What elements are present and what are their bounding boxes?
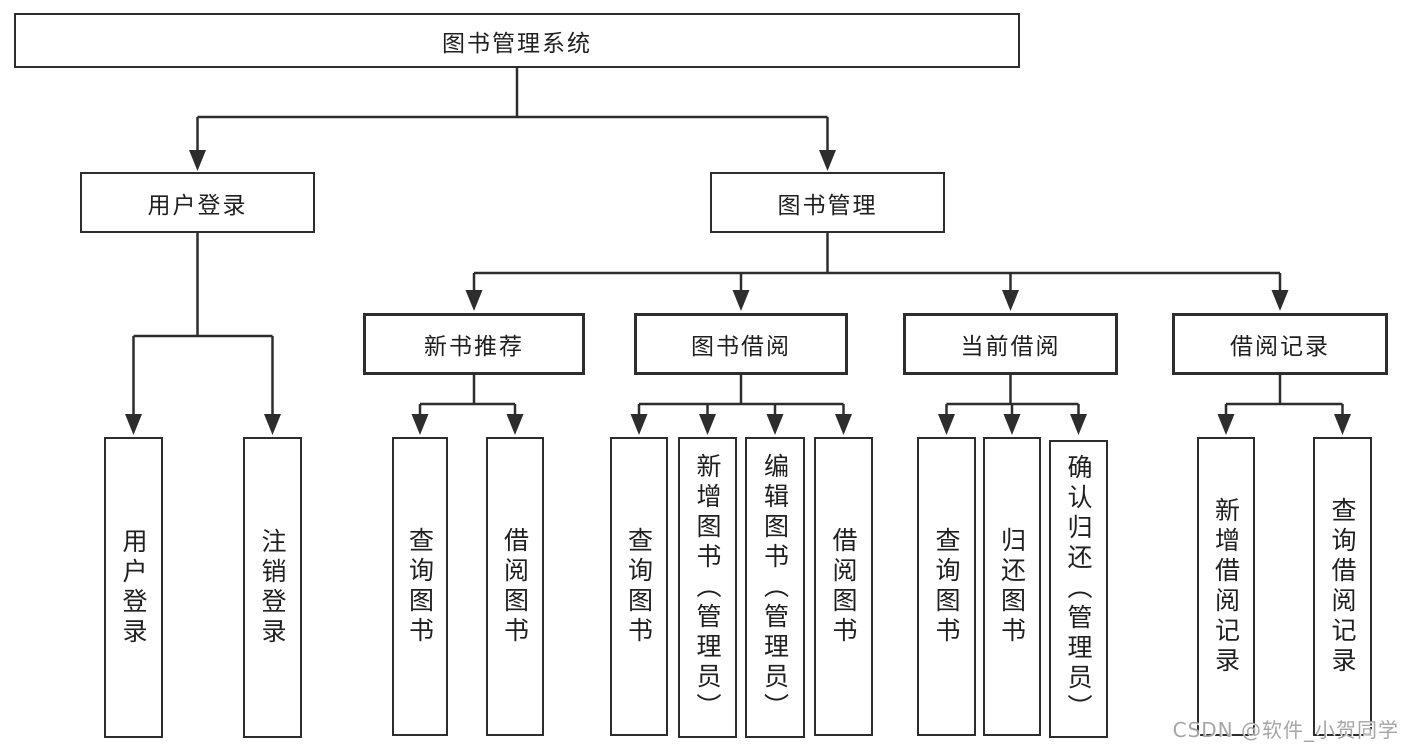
leaf-edit-book-admin: 编辑图书（管理员） xyxy=(745,437,805,738)
node-root-label: 图书管理系统 xyxy=(442,30,592,57)
leaf-edit-book-admin-label: 编辑图书（管理员） xyxy=(760,452,790,723)
leaf-logout-label: 注销登录 xyxy=(258,527,287,648)
leaf-add-book-admin: 新增图书（管理员） xyxy=(678,437,737,738)
leaf-query-books-current: 查询图书 xyxy=(917,437,976,736)
leaf-borrow-books-recommend: 借阅图书 xyxy=(486,437,544,736)
node-user-login: 用户登录 xyxy=(80,172,315,233)
leaf-logout: 注销登录 xyxy=(243,437,302,738)
leaf-query-books-recommend: 查询图书 xyxy=(392,437,448,736)
leaf-confirm-return-admin: 确认归还（管理员） xyxy=(1049,440,1108,738)
leaf-return-book: 归还图书 xyxy=(983,437,1041,736)
node-book-management-label: 图书管理 xyxy=(777,192,878,219)
leaf-user-login: 用户登录 xyxy=(104,437,163,738)
leaf-query-borrow-record: 查询借阅记录 xyxy=(1313,437,1372,736)
leaf-return-book-label: 归还图书 xyxy=(997,526,1027,647)
node-new-book-recommend-label: 新书推荐 xyxy=(424,334,524,360)
leaf-add-book-admin-label: 新增图书（管理员） xyxy=(693,452,722,723)
node-user-login-label: 用户登录 xyxy=(147,192,248,219)
leaf-borrow-books-borrowing: 借阅图书 xyxy=(814,437,873,736)
leaf-borrow-books-borrowing-label: 借阅图书 xyxy=(829,526,858,647)
leaf-add-borrow-record: 新增借阅记录 xyxy=(1197,437,1255,736)
node-book-borrowing-label: 图书借阅 xyxy=(691,334,791,360)
node-borrow-records: 借阅记录 xyxy=(1172,313,1388,375)
node-root-library-management-system: 图书管理系统 xyxy=(14,13,1020,68)
leaf-query-books-current-label: 查询图书 xyxy=(932,526,961,647)
leaf-query-books-borrowing-label: 查询图书 xyxy=(624,526,654,647)
leaf-confirm-return-admin-label: 确认归还（管理员） xyxy=(1064,454,1093,724)
node-book-borrowing: 图书借阅 xyxy=(634,313,848,375)
node-current-borrowing-label: 当前借阅 xyxy=(960,334,1061,360)
leaf-user-login-label: 用户登录 xyxy=(119,527,148,648)
node-borrow-records-label: 借阅记录 xyxy=(1230,334,1330,360)
leaf-query-books-recommend-label: 查询图书 xyxy=(405,526,435,647)
node-book-management: 图书管理 xyxy=(710,172,945,233)
csdn-watermark: CSDN @软件_小贺同学 xyxy=(1172,718,1399,742)
node-new-book-recommend: 新书推荐 xyxy=(363,313,585,375)
leaf-query-borrow-record-label: 查询借阅记录 xyxy=(1328,496,1357,677)
leaf-query-books-borrowing: 查询图书 xyxy=(610,437,668,736)
leaf-borrow-books-recommend-label: 借阅图书 xyxy=(500,526,530,647)
node-current-borrowing: 当前借阅 xyxy=(903,313,1118,375)
leaf-add-borrow-record-label: 新增借阅记录 xyxy=(1211,496,1241,677)
